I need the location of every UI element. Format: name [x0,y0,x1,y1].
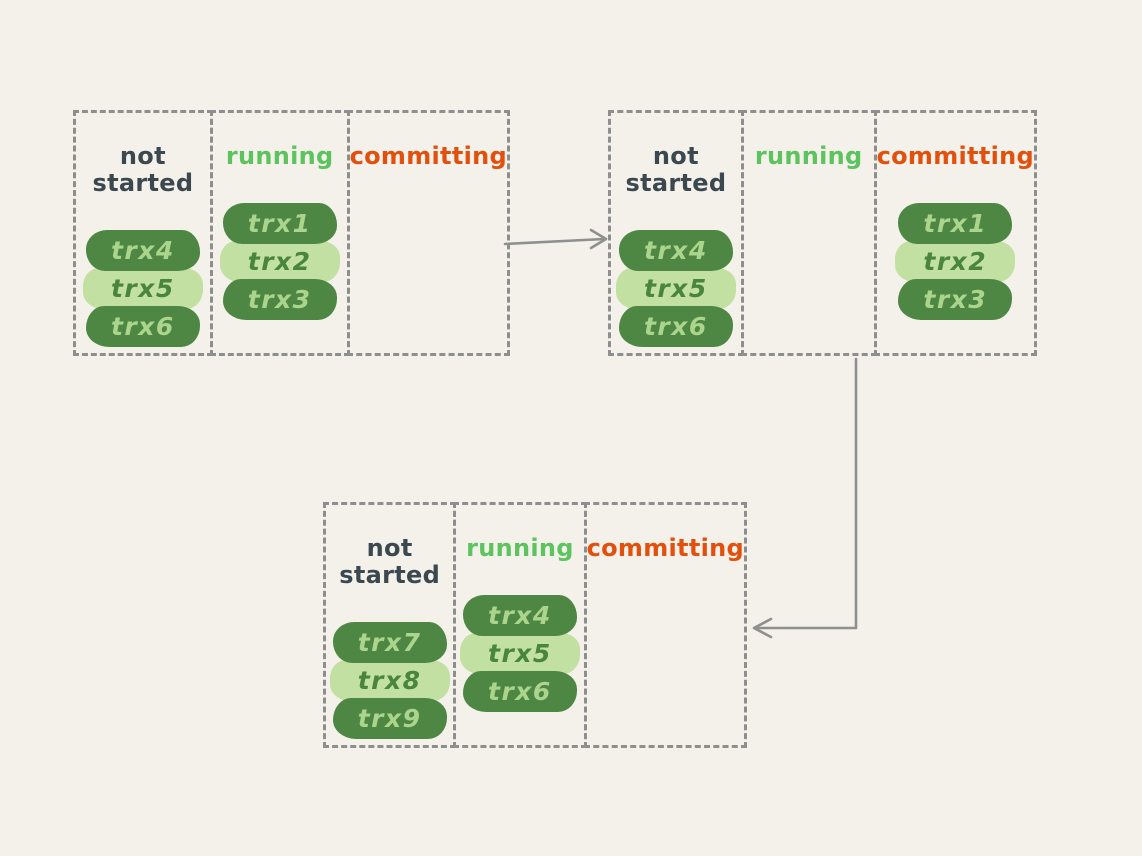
lane-title-running: running [225,142,334,170]
pill-stack: trx4 trx5 trx6 [76,230,210,347]
transaction-pill: trx5 [615,268,736,309]
lane-title-committing: committing [586,534,744,562]
lane-running: running trx1 trx2 trx3 [209,110,350,356]
state-snapshot-1: not started trx4 trx5 trx6 running trx1 … [73,110,510,356]
transaction-pill: trx2 [219,241,340,282]
lane-title-not-started: not started [339,534,441,589]
transaction-pill: trx2 [895,241,1016,282]
lane-title-running: running [754,142,863,170]
pill-stack: trx1 trx2 trx3 [213,203,347,320]
arrow-left-head-icon [752,617,773,639]
transaction-pill: trx1 [222,203,337,244]
lane-running: running [740,110,877,356]
arrow-right-head-icon [589,228,608,250]
pill-stack: trx1 trx2 trx3 [877,203,1034,320]
transaction-pill: trx6 [618,306,733,347]
transaction-pill: trx8 [329,660,450,701]
transaction-pill: trx4 [618,230,733,271]
lane-title-running: running [466,534,574,562]
lane-committing: committing [346,110,510,356]
transaction-pill: trx4 [85,230,200,271]
state-snapshot-3: not started trx7 trx8 trx9 running trx4 … [323,502,747,748]
pill-stack: trx4 trx5 trx6 [456,595,583,712]
lane-not-started: not started trx4 trx5 trx6 [73,110,213,356]
lane-committing: committing [583,502,747,748]
transaction-pill: trx7 [332,622,447,663]
state-snapshot-2: not started trx4 trx5 trx6 running commi… [608,110,1037,356]
transaction-pill: trx5 [82,268,203,309]
arrow-right-line [503,237,606,246]
transaction-pill: trx1 [898,203,1013,244]
transaction-pill: trx5 [459,633,580,674]
transaction-pill: trx6 [462,671,577,712]
transaction-pill: trx9 [332,698,447,739]
lane-not-started: not started trx4 trx5 trx6 [608,110,744,356]
transaction-pill: trx3 [222,279,337,320]
lane-not-started: not started trx7 trx8 trx9 [323,502,457,748]
arrow-down-left-line [755,357,858,630]
transaction-pill: trx4 [462,595,577,636]
transaction-pill: trx3 [898,279,1013,320]
lane-title-committing: committing [349,142,507,170]
lane-committing: committing trx1 trx2 trx3 [873,110,1037,356]
transaction-pill: trx6 [85,306,200,347]
lane-running: running trx4 trx5 trx6 [453,502,587,748]
pill-stack: trx7 trx8 trx9 [326,622,453,739]
pill-stack: trx4 trx5 trx6 [611,230,741,347]
lane-title-not-started: not started [625,142,727,197]
lane-title-not-started: not started [92,142,194,197]
lane-title-committing: committing [876,142,1034,170]
